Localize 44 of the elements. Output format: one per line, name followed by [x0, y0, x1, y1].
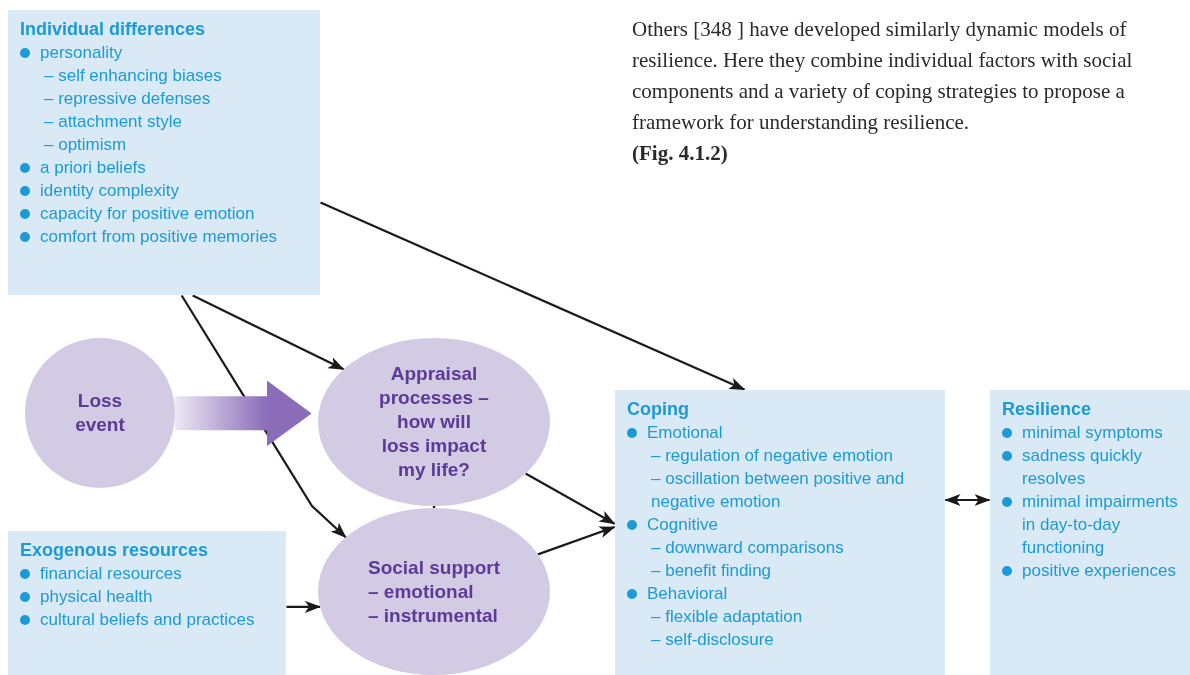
- bullet-item: minimal symptoms: [1022, 422, 1163, 444]
- sub-item: – downward comparisons: [650, 537, 845, 559]
- body-paragraph: Others [348 ] have developed similarly dynamic models of resilience. Here they combine individual factors with social components and a variety of coping strategies to propose a framework for understanding resilience.: [632, 16, 1134, 136]
- box-heading: Resilience: [1002, 398, 1093, 421]
- bullet-item: cultural beliefs and practices: [40, 609, 255, 631]
- sub-item: – optimism: [43, 134, 128, 156]
- sub-item: – flexible adaptation: [650, 606, 804, 628]
- node-label: Appraisal processes – how will loss impact my life?: [378, 362, 490, 482]
- figure-reference: (Fig. 4.1.2): [632, 140, 729, 167]
- bullet-item: personality: [40, 42, 123, 64]
- node-label: – instrumental: [368, 603, 499, 628]
- box-heading: Exogenous resources: [20, 539, 210, 562]
- arrow: [192, 294, 345, 371]
- box-heading: Individual differences: [20, 18, 207, 41]
- text-box: [8, 531, 286, 675]
- arrow: [286, 600, 321, 613]
- arrow: [525, 472, 616, 525]
- sub-item: – regulation of negative emotion: [650, 445, 894, 467]
- node-label: Loss event: [74, 389, 126, 437]
- node-label: – emotional: [368, 579, 475, 604]
- sub-item: – oscillation between positive and negative emotion: [650, 468, 906, 513]
- bullet-item: capacity for positive emotion: [40, 203, 255, 225]
- sub-item: – attachment style: [43, 111, 183, 133]
- bullet-item: financial resources: [40, 563, 182, 585]
- bullet-item: identity complexity: [40, 180, 179, 202]
- sub-item: – self enhancing biases: [43, 65, 223, 87]
- bullet-item: comfort from positive memories: [40, 226, 278, 248]
- bullet-item: a priori beliefs: [40, 157, 146, 179]
- arrow: [537, 525, 616, 556]
- arrow: [944, 494, 991, 506]
- bullet-item: Behavioral: [647, 583, 728, 605]
- text-box: [8, 10, 320, 295]
- sub-item: – benefit finding: [650, 560, 773, 582]
- bullet-item: physical health: [40, 586, 153, 608]
- bullet-item: Cognitive: [647, 514, 718, 536]
- bullet-item: positive experiences: [1022, 560, 1177, 582]
- bullet-item: Emotional: [647, 422, 723, 444]
- arrow: [320, 201, 746, 391]
- node-label: Social support: [368, 555, 500, 580]
- sub-item: – repressive defenses: [43, 88, 212, 110]
- text-box: [990, 390, 1190, 675]
- text-box: [615, 390, 945, 675]
- box-heading: Coping: [627, 398, 690, 421]
- sub-item: – self-disclosure: [650, 629, 775, 651]
